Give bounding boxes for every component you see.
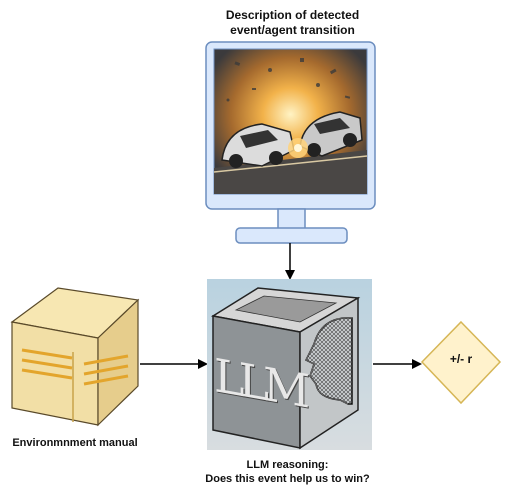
box-stripes-side bbox=[83, 354, 129, 386]
llm-box-text: LLM bbox=[214, 347, 305, 418]
monitor bbox=[205, 41, 376, 244]
monitor-stand-neck bbox=[277, 208, 306, 230]
monitor-title: Description of detected event/agent tran… bbox=[200, 8, 385, 38]
manual-label: Environmnment manual bbox=[12, 437, 138, 449]
monitor-title-line1: Description of detected bbox=[225, 8, 360, 22]
head-profile-icon bbox=[304, 317, 353, 405]
llm-label-line2: Does this event help us to win? bbox=[205, 473, 370, 485]
race-car-right bbox=[299, 111, 363, 157]
monitor-title-line2: event/agent transition bbox=[230, 23, 355, 37]
monitor-screen bbox=[213, 48, 368, 195]
llm-label: LLM reasoning: Does this event help us t… bbox=[175, 458, 400, 486]
reward-diamond bbox=[420, 320, 502, 405]
llm-label-line1: LLM reasoning: bbox=[246, 459, 329, 471]
reward-label: +/- r bbox=[449, 352, 473, 366]
monitor-stand-base bbox=[235, 227, 348, 244]
box-stripes-front bbox=[21, 348, 73, 380]
manual-box bbox=[10, 287, 140, 427]
box-icon bbox=[10, 287, 140, 427]
llm-box bbox=[207, 279, 372, 450]
